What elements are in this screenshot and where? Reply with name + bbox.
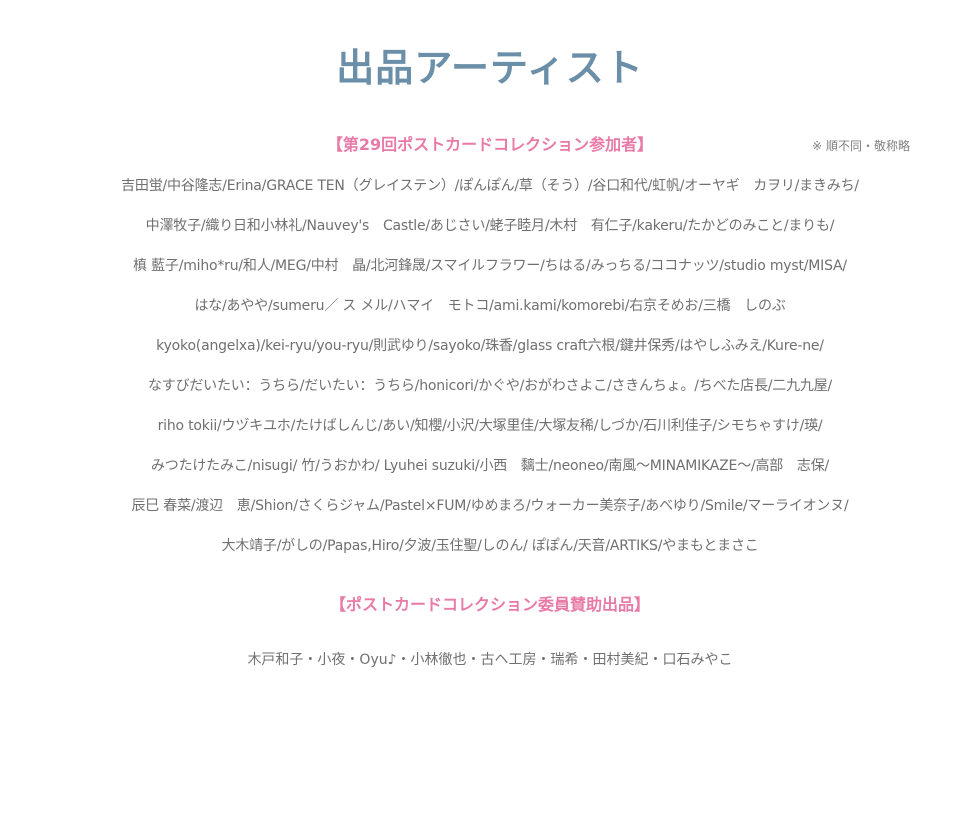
participant-line-7: riho tokii/ウヅキユホ/たけばしんじ/あい/知櫻/小沢/大塚里佳/大塚… xyxy=(157,418,823,434)
participant-line-4: はな/あやや/sumeru／ ス メル/ハマイ モトコ/ami.kami/kom… xyxy=(194,298,786,314)
participant-line-5: kyoko(angelxa)/kei-ryu/you-ryu/則武ゆり/sayo… xyxy=(156,338,824,354)
participant-line-9: 辰巳 春菜/渡辺 恵/Shion/さくらジャム/Pastel×FUM/ゆめまろ/… xyxy=(131,498,849,514)
participant-line-2: 中澤牧子/織り日和小林礼/Nauvey's Castle/あじさい/蛯子睦月/木… xyxy=(145,218,835,234)
participants-list: 吉田蛍/中谷隆志/Erina/GRACE TEN（グレイステン）/ぽんぽん/草（… xyxy=(0,166,980,566)
participant-line-3: 槙 藍子/miho*ru/和人/MEG/中村 晶/北河鋒晟/スマイルフラワー/ち… xyxy=(133,258,847,274)
committee-heading: 【ポストカードコレクション委員賛助出品】 xyxy=(329,595,650,614)
order-note: ※ 順不同・敬称略 xyxy=(812,139,910,153)
participant-line-1: 吉田蛍/中谷隆志/Erina/GRACE TEN（グレイステン）/ぽんぽん/草（… xyxy=(121,178,859,194)
participant-line-6: なすびだいたい：うちら/だいたい：うちら/honicori/かぐや/おがわさよこ… xyxy=(147,378,833,394)
committee-list: 木戸和子・小夜・Oyu♪・小林徹也・古ヘ工房・瑞希・田村美紀・口石みやこ xyxy=(247,652,733,668)
participant-line-8: みつたけたみこ/nisugi/ 竹/うおかわ/ Lyuhei suzuki/小西… xyxy=(150,458,830,474)
participants-heading: 【第29回ポストカードコレクション参加者】 xyxy=(326,135,654,154)
participant-line-10: 大木靖子/がしの/Papas,Hiro/夕波/玉住聖/しのん/ ぽぽん/天音/A… xyxy=(221,538,759,554)
page-title: 出品アーティスト xyxy=(336,46,644,90)
